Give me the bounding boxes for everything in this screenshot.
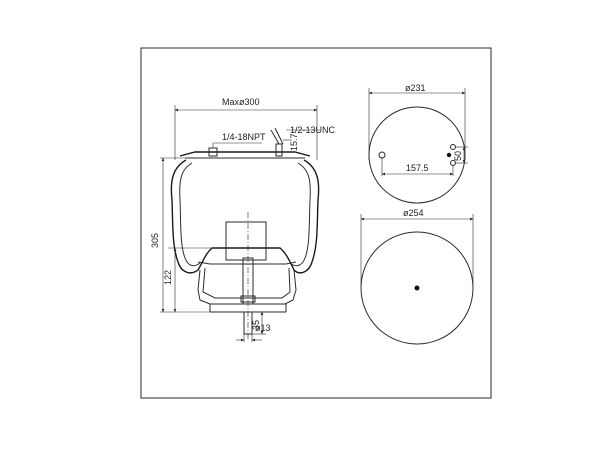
bolt-hole-lower — [450, 160, 456, 166]
bottom-plate-view: ø254 — [360, 208, 474, 345]
stud-offset-label: 15.7 — [289, 133, 299, 151]
port-thread-label: 1/4-18NPT — [222, 132, 266, 142]
air-port-dot — [446, 152, 452, 158]
drawing-frame — [140, 47, 492, 399]
bolt-offset-label: 50 — [453, 151, 463, 161]
top-plate-view: ø231 157.5 50 — [368, 83, 468, 204]
bolt-hole-upper — [450, 144, 456, 150]
air-spring-side-view: Maxø300 1/4-18NPT 1/2-13UNC 15.7 — [150, 97, 336, 342]
top-plate-diameter-label: ø231 — [405, 83, 426, 93]
center-stud-dot — [414, 285, 420, 291]
bottom-stud-diameter-label: ø13 — [255, 323, 271, 333]
bottom-stud-length-label: 35 — [251, 320, 261, 330]
bottom-plate-diameter-label: ø254 — [403, 208, 424, 218]
overall-height-label: 305 — [150, 233, 160, 248]
bumper-block — [225, 221, 267, 261]
stud-thread-label: 1/2-13UNC — [290, 125, 336, 135]
max-diameter-label: Maxø300 — [222, 97, 260, 107]
bolt-hole-left — [378, 151, 386, 159]
lower-height-label: 122 — [163, 270, 173, 285]
bottom-plate-outline — [360, 231, 474, 345]
bolt-circle-label: 157.5 — [406, 163, 429, 173]
